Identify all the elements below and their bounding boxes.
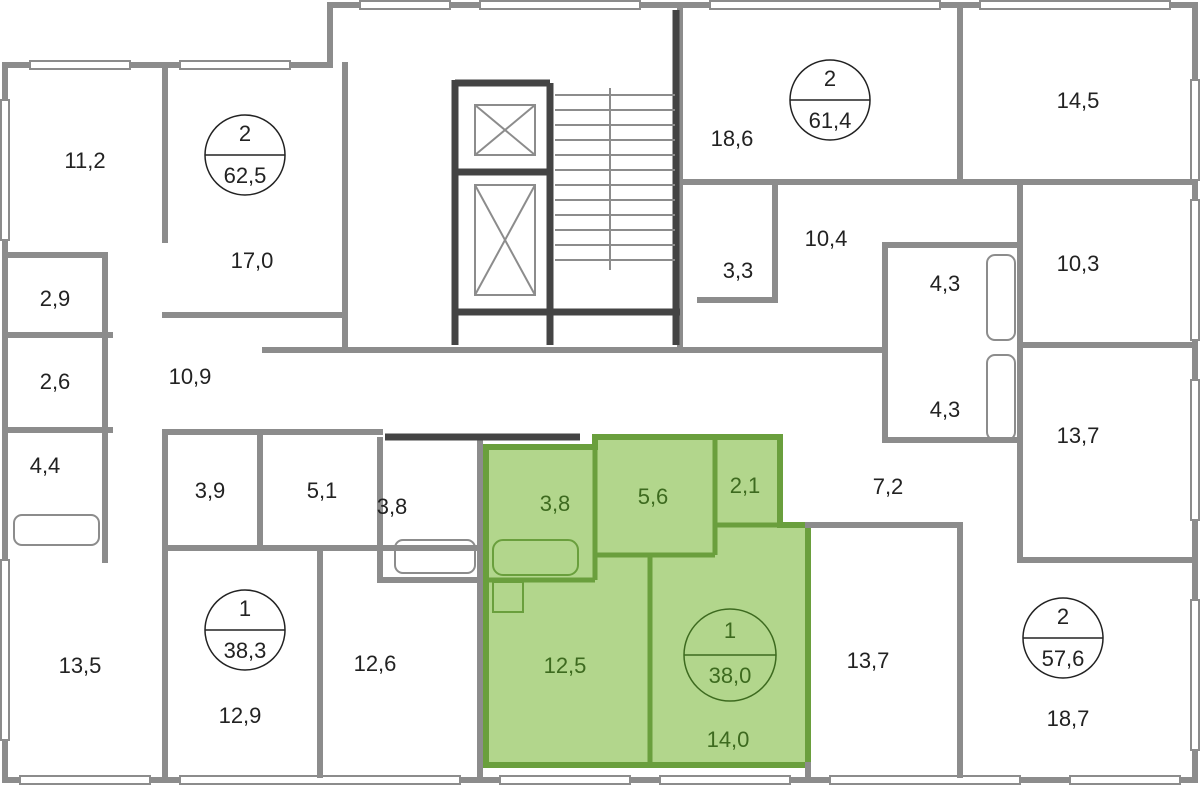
elevator-shafts <box>474 104 536 296</box>
rooms-count: 2 <box>824 66 836 91</box>
room-area: 13,7 <box>847 648 890 673</box>
apartment-area: 57,6 <box>1042 646 1085 671</box>
apartment-area: 61,4 <box>809 108 852 133</box>
room-area: 14,0 <box>707 727 750 752</box>
apartment-area: 38,0 <box>709 663 752 688</box>
room-area: 5,1 <box>307 478 338 503</box>
room-area: 12,6 <box>354 651 397 676</box>
rooms-count: 1 <box>239 596 251 621</box>
room-area: 2,6 <box>40 369 71 394</box>
room-area: 12,9 <box>219 703 262 728</box>
apartment-61-4-badge[interactable]: 2 61,4 <box>789 59 871 141</box>
room-area: 13,7 <box>1057 423 1100 448</box>
room-area: 2,9 <box>40 286 71 311</box>
apartment-62-5-badge[interactable]: 2 62,5 <box>204 114 286 196</box>
room-area: 10,4 <box>805 226 848 251</box>
room-area: 4,4 <box>30 453 61 478</box>
room-area: 18,6 <box>711 126 754 151</box>
room-labels: 11,2 17,0 2,9 2,6 10,9 4,4 3,9 5,1 3,8 3… <box>30 88 1100 752</box>
room-area: 7,2 <box>873 474 904 499</box>
room-area: 18,7 <box>1047 706 1090 731</box>
elevator-core <box>385 10 680 441</box>
room-area: 17,0 <box>231 248 274 273</box>
apartment-area: 62,5 <box>224 163 267 188</box>
room-area: 3,3 <box>723 258 754 283</box>
room-area: 13,5 <box>59 653 102 678</box>
room-area: 11,2 <box>64 148 105 173</box>
bathtubs <box>13 254 1016 574</box>
apartment-38-0-badge[interactable]: 1 38,0 <box>683 608 777 702</box>
room-area: 10,3 <box>1057 251 1100 276</box>
room-area: 10,9 <box>169 364 212 389</box>
apartment-38-3-badge[interactable]: 1 38,3 <box>204 589 286 671</box>
room-area: 12,5 <box>544 653 587 678</box>
apartment-area: 38,3 <box>224 638 267 663</box>
room-area: 3,9 <box>195 478 226 503</box>
room-area: 14,5 <box>1057 88 1100 113</box>
room-area: 2,1 <box>730 473 761 498</box>
staircase <box>555 88 675 270</box>
apartment-57-6-badge[interactable]: 2 57,6 <box>1022 597 1104 679</box>
room-area: 5,6 <box>638 484 669 509</box>
rooms-count: 1 <box>724 618 736 643</box>
highlighted-apartment-walls <box>486 437 780 765</box>
room-area: 3,8 <box>377 494 408 519</box>
rooms-count: 2 <box>1057 604 1069 629</box>
room-area: 3,8 <box>540 491 571 516</box>
room-area: 4,3 <box>930 271 961 296</box>
room-area: 4,3 <box>930 397 961 422</box>
rooms-count: 2 <box>239 121 251 146</box>
